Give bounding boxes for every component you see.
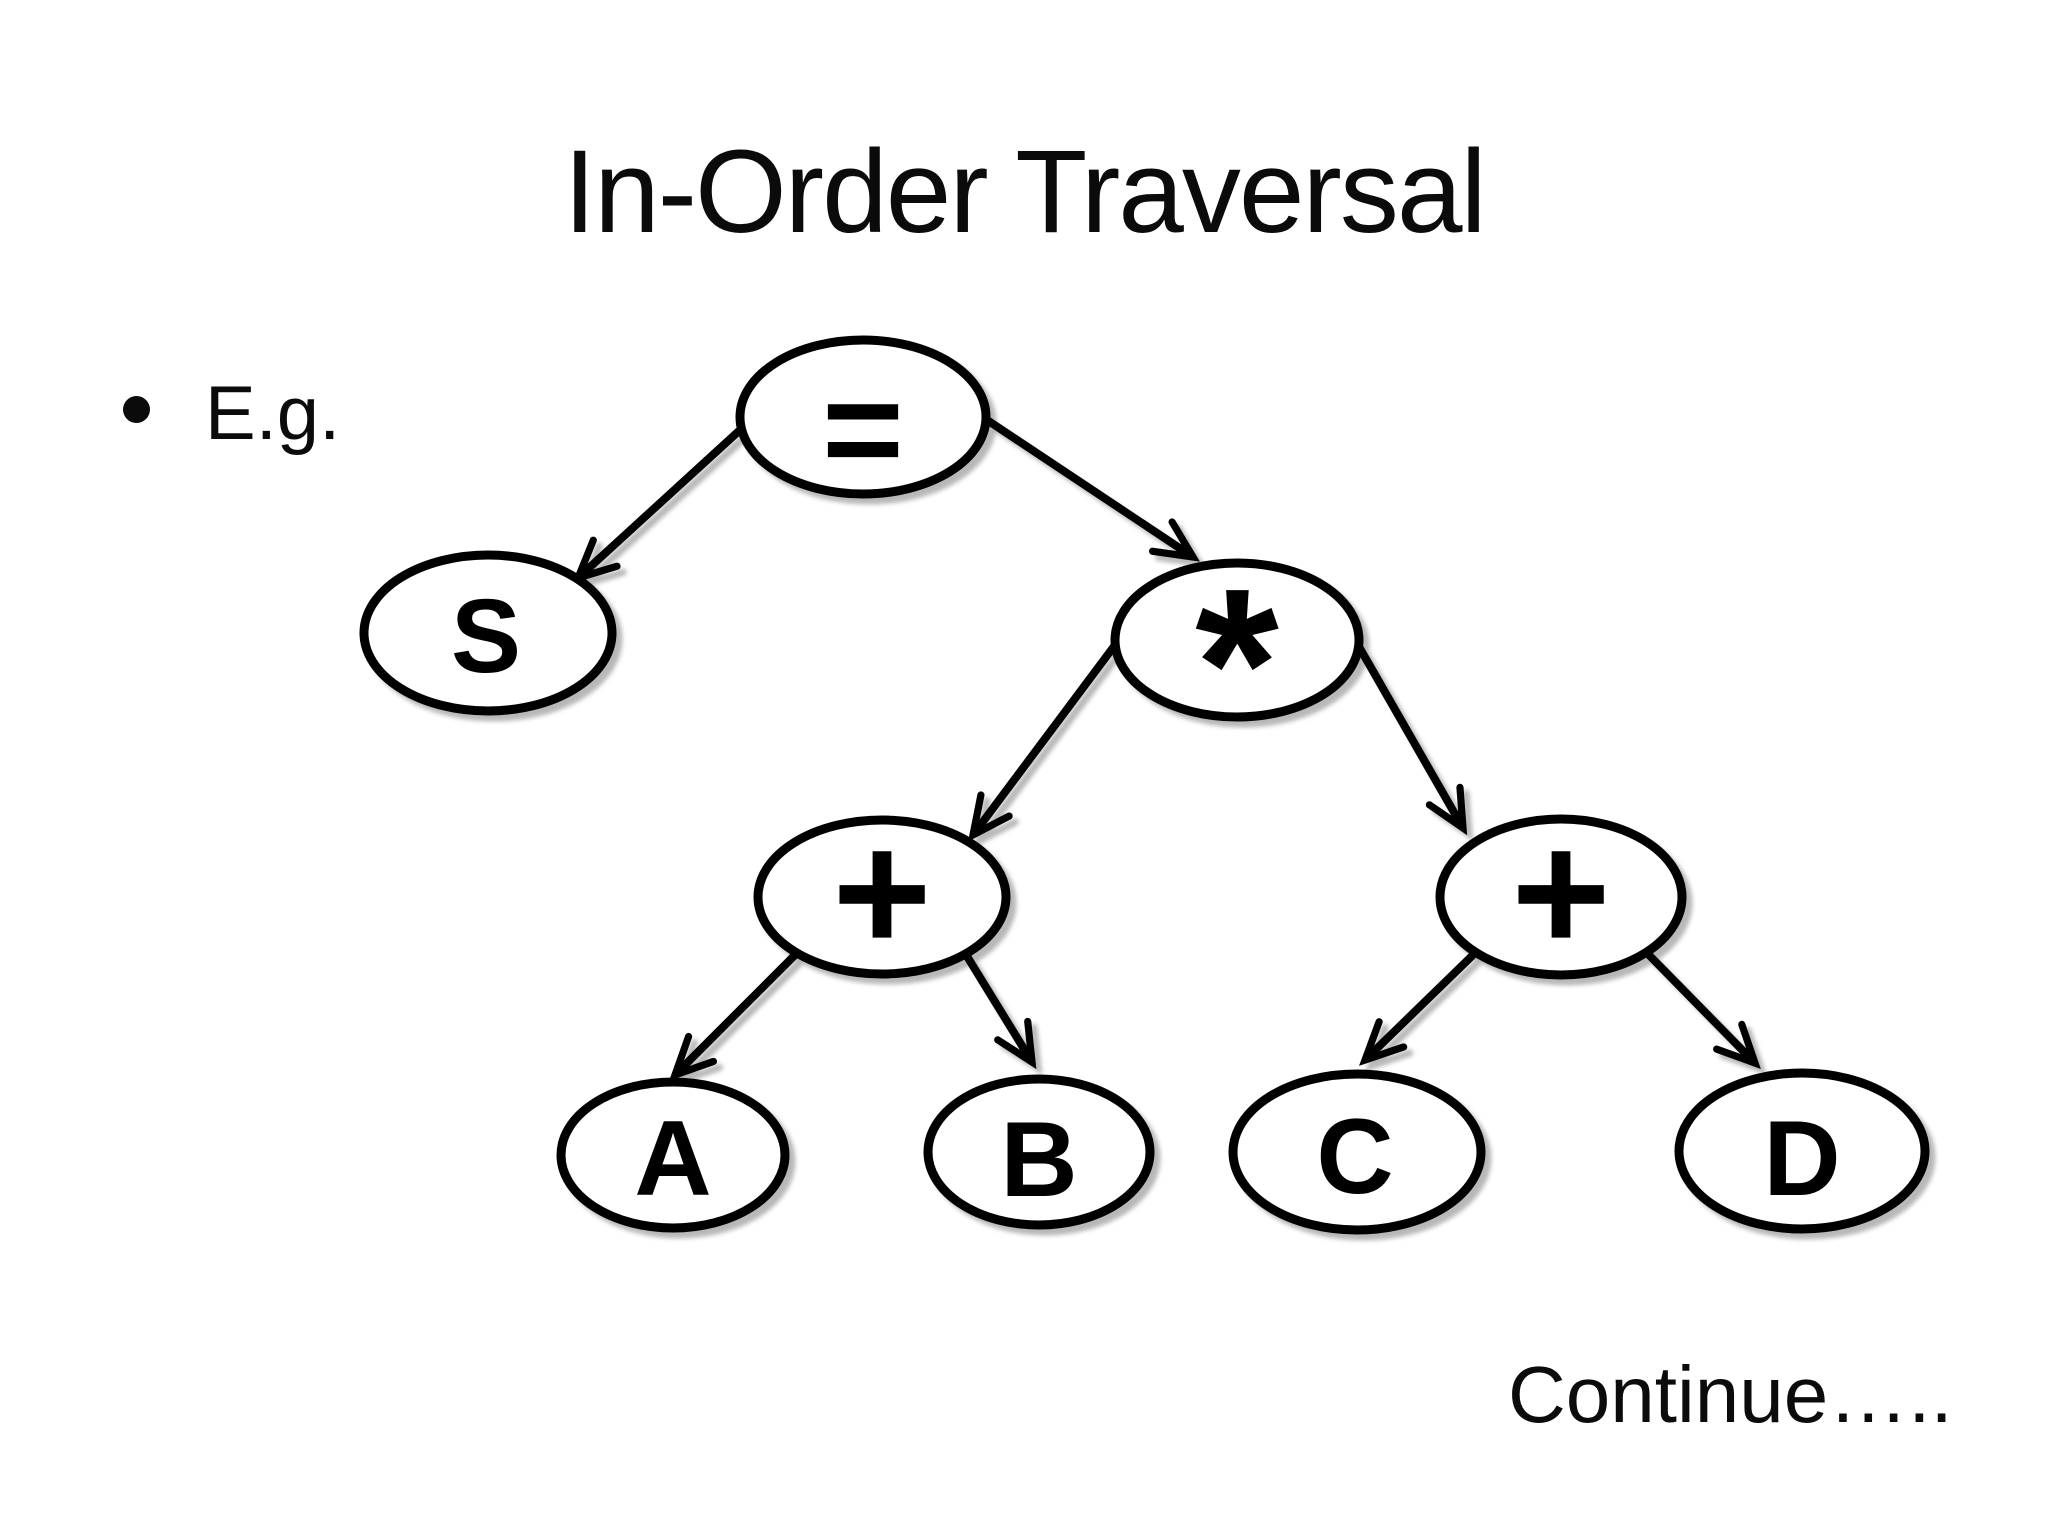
- node-d-label: D: [1763, 1098, 1840, 1218]
- bullet-text: E.g.: [205, 371, 341, 456]
- node-a-label: A: [634, 1098, 711, 1218]
- node-plus-right: [1435, 814, 1687, 980]
- node-c: [1228, 1069, 1486, 1235]
- edge-plus-left-to-b: [961, 950, 1037, 1070]
- edge-plus-left-to-a: [669, 952, 798, 1081]
- continue-label: Continue…..: [1508, 1350, 1953, 1439]
- edge-times-to-plus-left: [968, 642, 1119, 842]
- node-s-label: S: [451, 578, 521, 695]
- edge-times-to-plus-right: [1354, 643, 1468, 836]
- edge-plus-right-to-c: [1359, 952, 1476, 1066]
- node-equals-label: =: [822, 350, 904, 507]
- node-b-label: B: [1000, 1099, 1077, 1219]
- node-times: [1110, 558, 1364, 722]
- node-a: [556, 1077, 790, 1233]
- node-d: [1674, 1068, 1930, 1234]
- node-times-label: *: [1195, 543, 1279, 784]
- node-b: [923, 1074, 1155, 1230]
- node-plus-left-label: +: [832, 798, 931, 988]
- slide-title: In-Order Traversal: [563, 126, 1486, 258]
- node-plus-right-label: +: [1511, 798, 1610, 988]
- edge-equals-to-times: [984, 416, 1200, 562]
- bullet-dot: [123, 396, 150, 423]
- edge-equals-to-s: [571, 427, 743, 584]
- node-plus-left: [753, 815, 1011, 979]
- edge-plus-right-to-d: [1644, 950, 1761, 1069]
- node-c-label: C: [1316, 1096, 1393, 1216]
- node-s: [359, 550, 617, 716]
- node-equals: [735, 335, 991, 499]
